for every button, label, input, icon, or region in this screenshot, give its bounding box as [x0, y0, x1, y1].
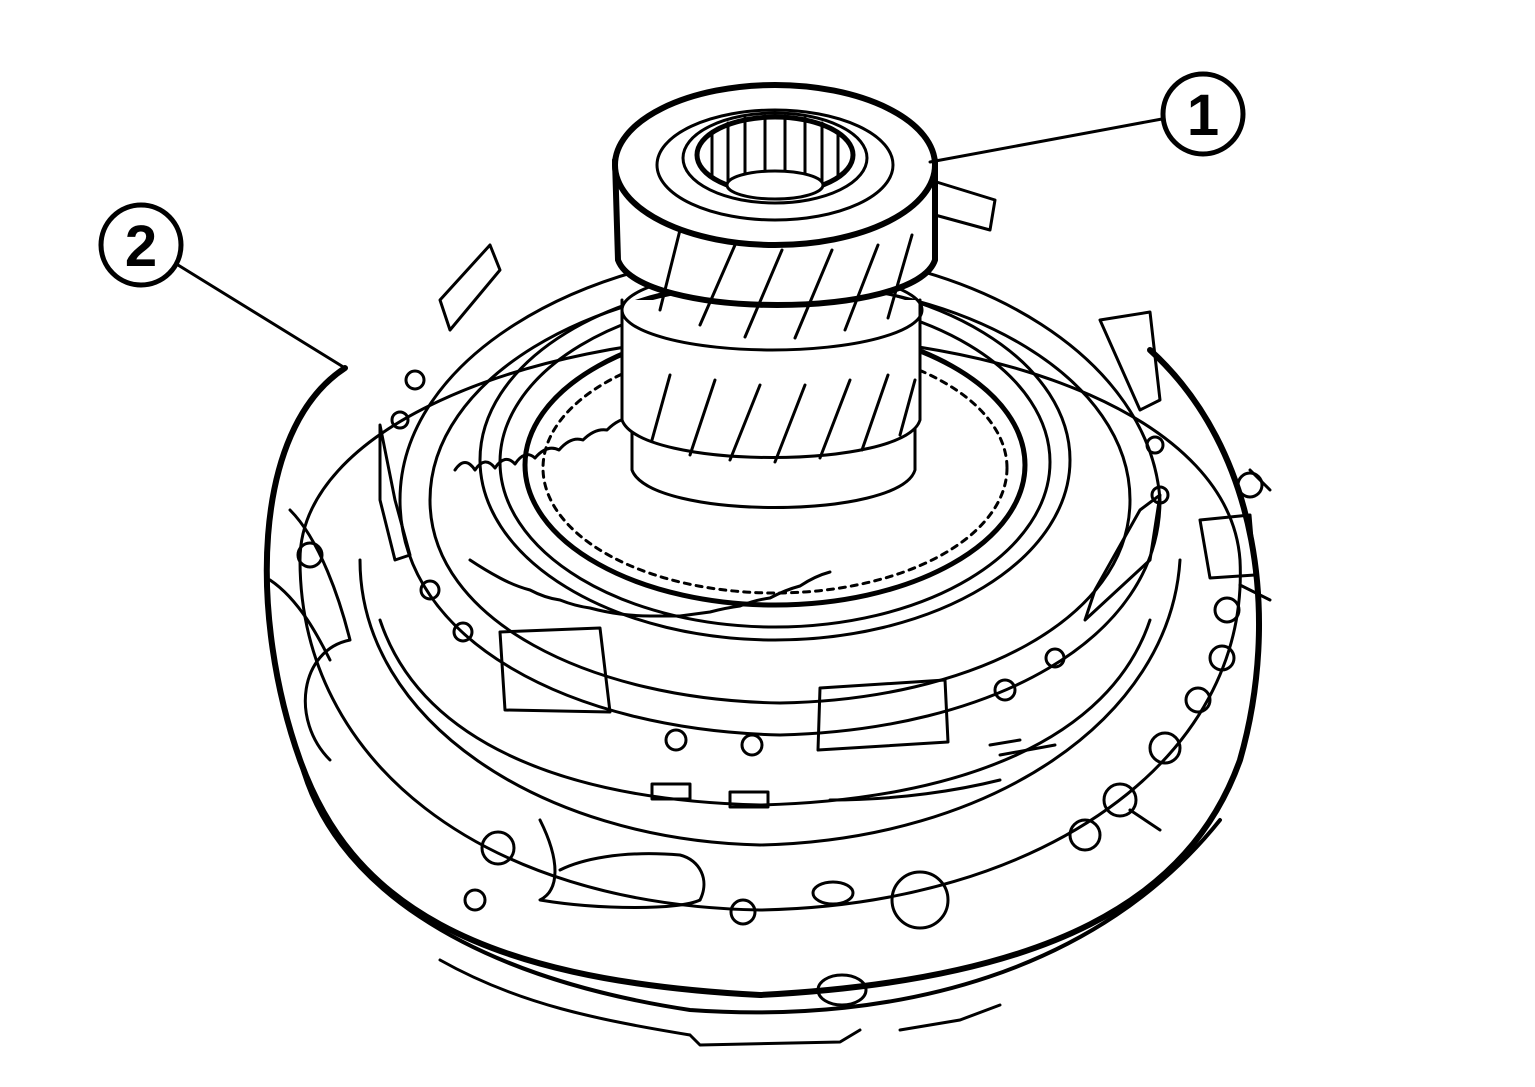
pump-housing	[263, 333, 1262, 1047]
callout-2-circle	[98, 202, 184, 288]
callout-1-number: 1	[1187, 83, 1219, 148]
callout-2-leader	[176, 263, 347, 370]
callout-1-circle	[1160, 71, 1246, 157]
callout-1-leader	[928, 117, 1164, 164]
callout-2: 2	[98, 202, 347, 370]
callout-1: 1	[928, 71, 1246, 164]
stator-shaft	[612, 82, 938, 509]
housing-holes	[268, 369, 1272, 1007]
callout-2-number: 2	[125, 214, 157, 279]
